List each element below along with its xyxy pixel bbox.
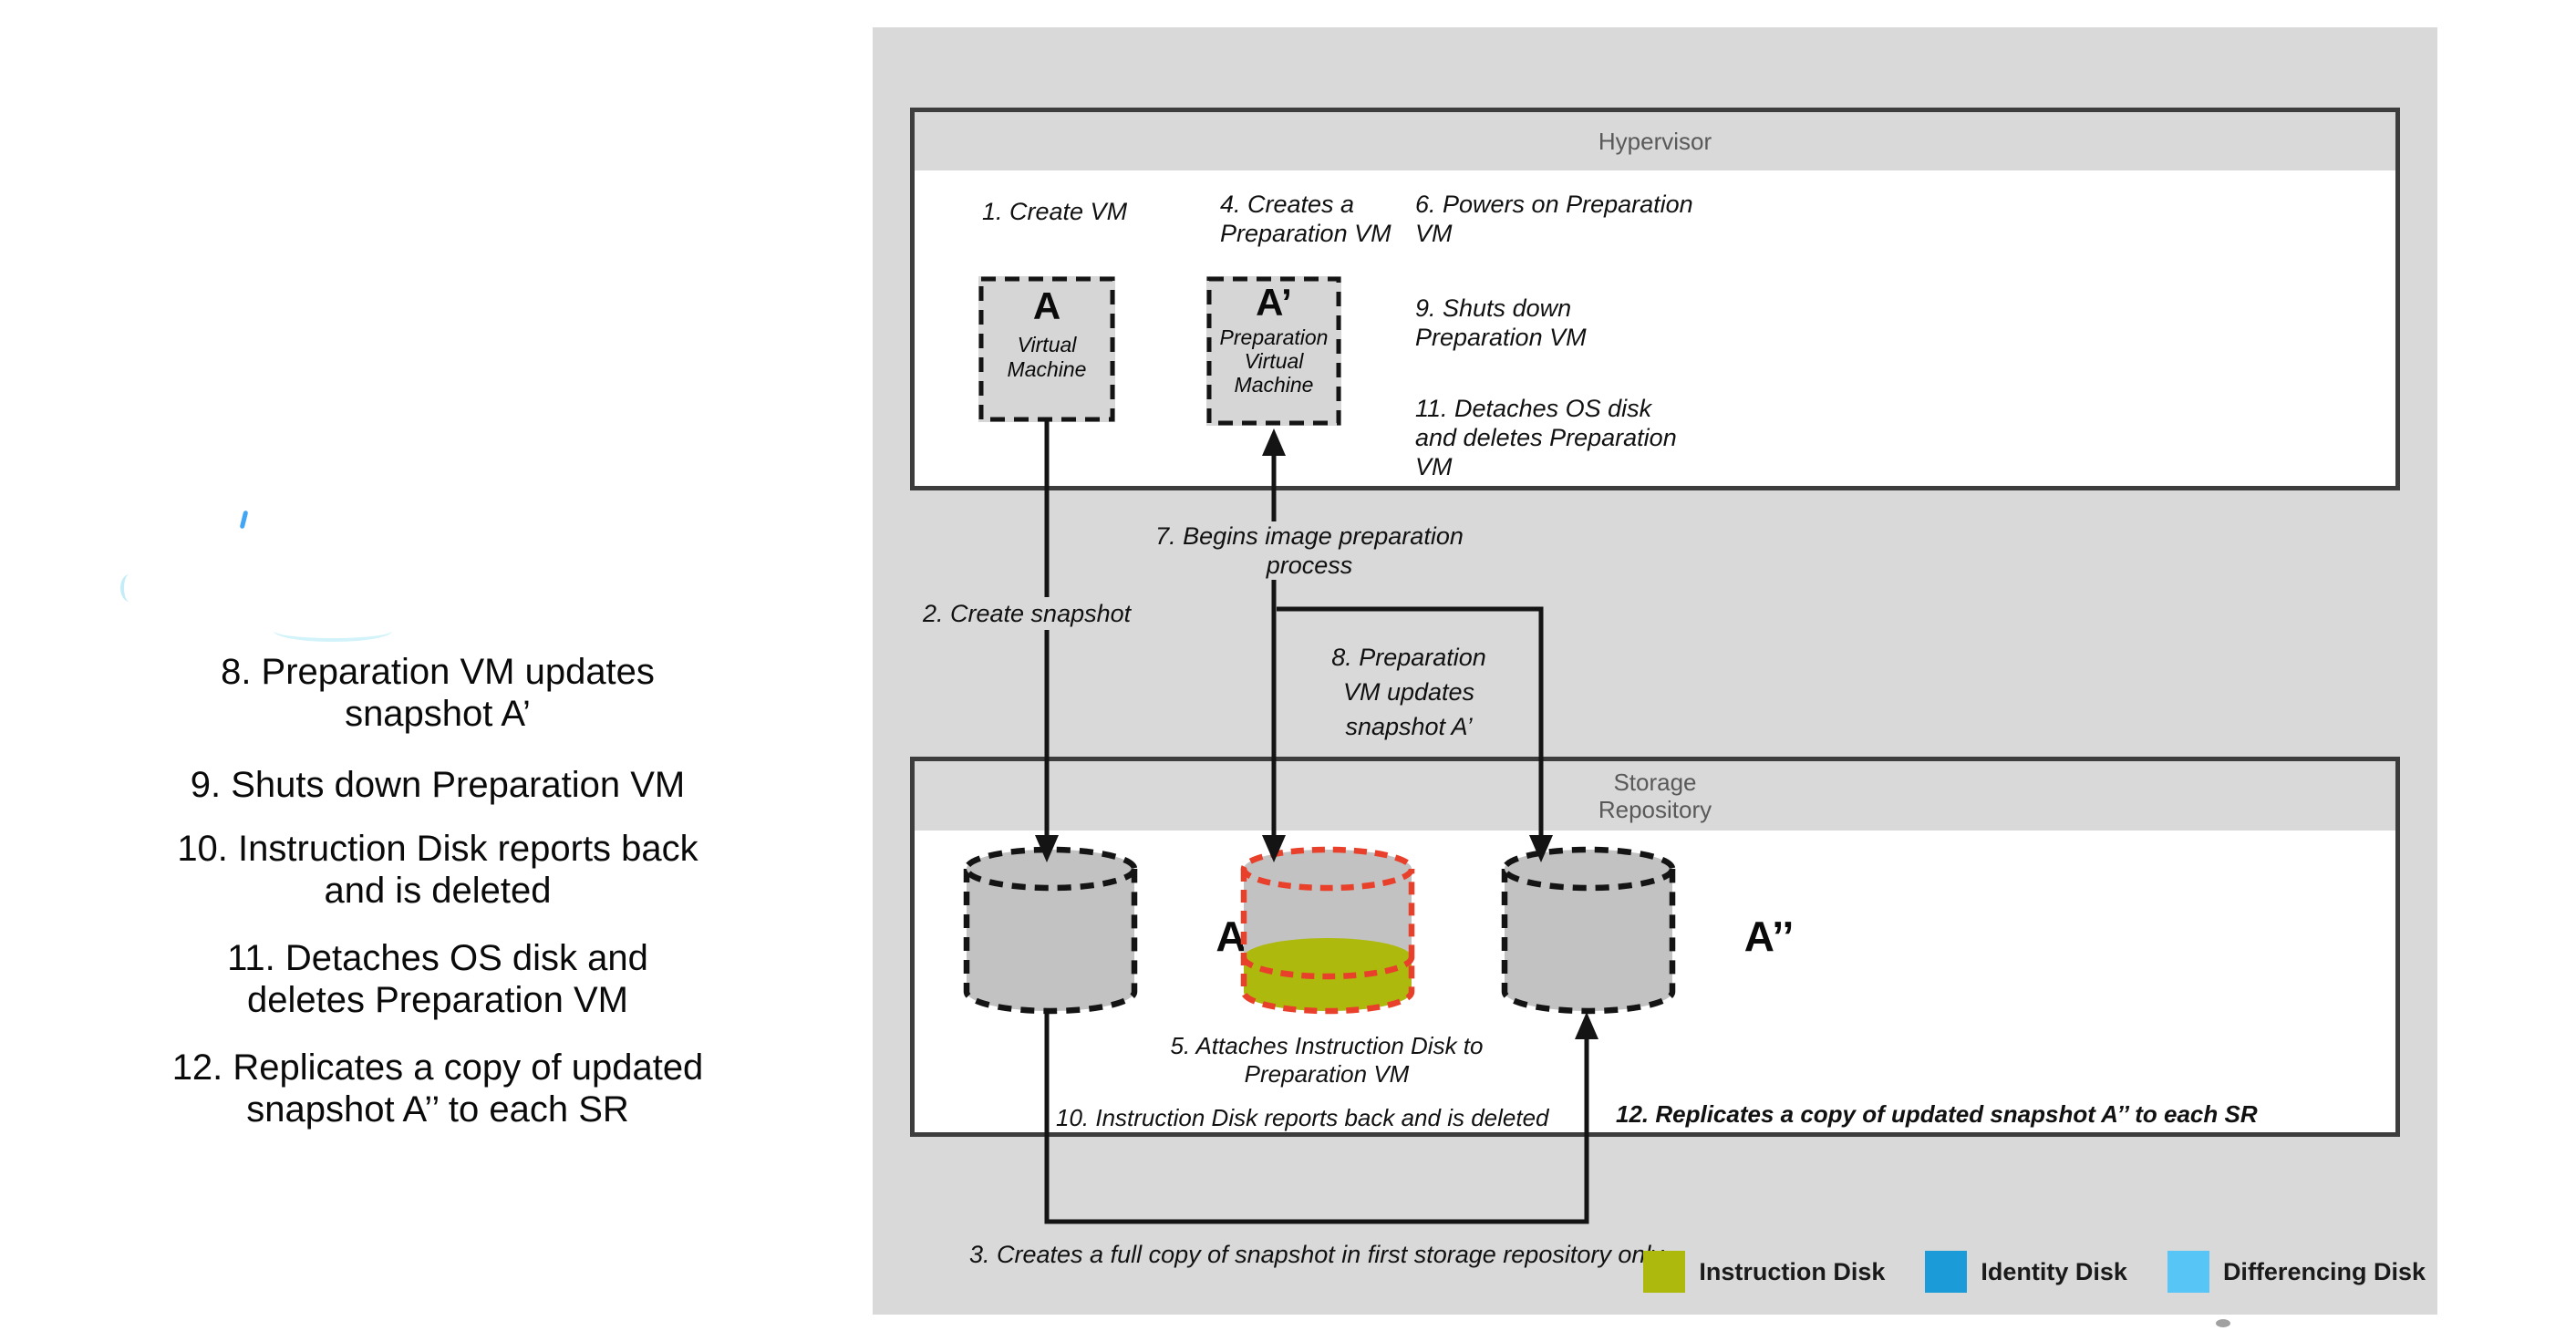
left-step-8: 8. Preparation VM updates snapshot A’ xyxy=(221,652,655,734)
snapshot-a-double-cylinder: A’’ xyxy=(1498,846,1794,1017)
step-7-label: 7. Begins image preparation process xyxy=(1127,521,1492,580)
step-1-label: 1. Create VM xyxy=(982,198,1128,225)
instruction-disk-cylinder xyxy=(1237,846,1418,1017)
step-11-label: 11. Detaches OS disk and deletes Prepara… xyxy=(1415,395,1677,480)
vm-a-sublabel: Virtual Machine xyxy=(1007,333,1087,381)
step-4-label: 4. Creates a Preparation VM xyxy=(1220,191,1391,247)
vm-a-box: A Virtual Machine xyxy=(978,276,1115,422)
legend: Instruction Disk Identity Disk Differenc… xyxy=(1643,1251,2426,1293)
hypervisor-box: Hypervisor xyxy=(910,108,2400,490)
instruction-disk-swatch xyxy=(1643,1251,1686,1293)
snapshot-a-double-letter: A’’ xyxy=(1743,913,1795,960)
artifact-blue-tick xyxy=(239,510,249,530)
step-2-label: 2. Create snapshot xyxy=(921,597,1139,630)
differencing-disk-label: Differencing Disk xyxy=(2222,1257,2426,1285)
vm-a-prime-sublabel: Preparation Virtual Machine xyxy=(1219,325,1329,397)
vm-a-prime-letter: A’ xyxy=(1256,281,1292,324)
artifact-cyan-arc xyxy=(120,574,139,602)
artifact-gray-dot xyxy=(2216,1319,2230,1327)
step-10-label: 10. Instruction Disk reports back and is… xyxy=(1056,1104,1549,1131)
vm-a-letter: A xyxy=(1032,284,1061,327)
legend-item-differencing-disk: Differencing Disk xyxy=(2167,1251,2426,1293)
left-step-9: 9. Shuts down Preparation VM xyxy=(190,765,686,805)
step-8-label: 8. Preparation VM updates snapshot A’ xyxy=(1331,644,1486,740)
left-step-12: 12. Replicates a copy of updated snapsho… xyxy=(171,1047,704,1130)
legend-item-identity-disk: Identity Disk xyxy=(1925,1251,2127,1293)
step-5-label: 5. Attaches Instruction Disk to Preparat… xyxy=(1170,1032,1484,1088)
step-12-label: 12. Replicates a copy of updated snapsho… xyxy=(1616,1100,2258,1128)
step-9-label: 9. Shuts down Preparation VM xyxy=(1415,294,1587,351)
storage-repository-header: Storage Repository xyxy=(915,761,2395,831)
snapshot-a-cylinder: A xyxy=(960,846,1247,1017)
legend-item-instruction-disk: Instruction Disk xyxy=(1643,1251,1885,1293)
identity-disk-label: Identity Disk xyxy=(1981,1257,2127,1285)
hypervisor-header: Hypervisor xyxy=(915,112,2395,170)
vm-a-prime-dashed-border xyxy=(1206,276,1341,426)
differencing-disk-swatch xyxy=(2167,1251,2209,1293)
identity-disk-swatch xyxy=(1925,1251,1968,1293)
step-6-label: 6. Powers on Preparation VM xyxy=(1415,191,1693,247)
vm-a-prime-box: A’ Preparation Virtual Machine xyxy=(1206,276,1341,426)
storage-repository-title: Storage Repository xyxy=(1598,769,1712,823)
left-step-11: 11. Detaches OS disk and deletes Prepara… xyxy=(227,938,648,1020)
hypervisor-title: Hypervisor xyxy=(1598,128,1712,155)
step-3-label: 3. Creates a full copy of snapshot in fi… xyxy=(969,1241,1663,1268)
vm-a-dashed-border xyxy=(978,276,1115,422)
artifact-cyan-curve xyxy=(274,620,392,642)
instruction-disk-label: Instruction Disk xyxy=(1699,1257,1886,1285)
left-step-10: 10. Instruction Disk reports back and is… xyxy=(177,829,698,911)
